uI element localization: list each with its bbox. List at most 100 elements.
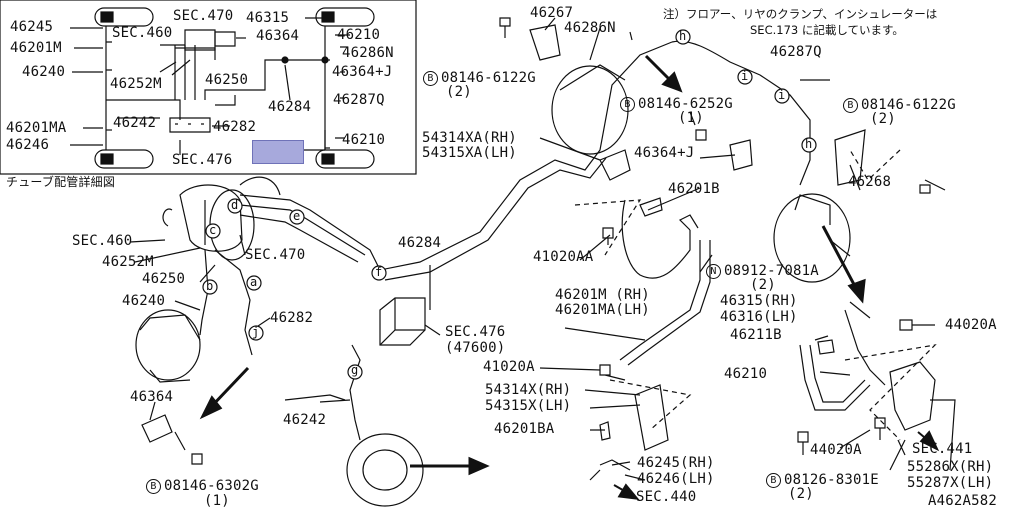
inset-label-46246: 46246 [6, 137, 50, 153]
bolt-circle-b: B [423, 71, 438, 86]
highlight-marker [252, 140, 304, 164]
label-46201MA: 46201MA(LH) [555, 302, 650, 318]
inset-label-46201M: 46201M [10, 40, 62, 56]
inset-label-46201MA: 46201MA [6, 120, 67, 136]
route-letter-b: b [206, 279, 214, 293]
label-qty: (1) [678, 110, 704, 126]
route-letter-g: g [351, 363, 359, 377]
label-55286X: 55286X(RH) [907, 459, 994, 475]
label-46245: 46245(RH) [637, 455, 715, 471]
inset-label-46250: 46250 [205, 72, 249, 88]
route-letter-j: j [252, 325, 260, 339]
label-41020AA: 41020AA [533, 249, 594, 265]
route-letter-i-2: i [778, 88, 786, 102]
label-46240: 46240 [122, 293, 166, 309]
route-letter-i-1: i [741, 69, 749, 83]
drawing-number: A462A582 [928, 493, 998, 509]
label-46284: 46284 [398, 235, 442, 251]
inset-label-46287Q: 46287Q [333, 92, 385, 108]
bolt-circle-b: B [620, 97, 635, 112]
note-line-1: 注）フロアー、リヤのクランプ、インシュレーターは [663, 7, 938, 21]
label-46211B: 46211B [730, 327, 782, 343]
label-46282: 46282 [270, 310, 314, 326]
label-41020A: 41020A [483, 359, 535, 375]
label-46364: 46364 [130, 389, 174, 405]
label-sec476: SEC.476 [445, 324, 506, 340]
route-letter-e: e [293, 209, 301, 223]
inset-frame [0, 0, 417, 175]
inset-label-sec470: SEC.470 [173, 8, 234, 24]
label-46364J: 46364+J [634, 145, 695, 161]
label-46250: 46250 [142, 271, 186, 287]
label-46242: 46242 [283, 412, 327, 428]
label-qty: (2) [870, 111, 896, 127]
label-44020A-bottom: 44020A [810, 442, 862, 458]
label-46201B: 46201B [668, 181, 720, 197]
inset-label-46240: 46240 [22, 64, 66, 80]
label-46201BA: 46201BA [494, 421, 555, 437]
route-letter-h: h [679, 29, 687, 43]
label-sec470: SEC.470 [245, 247, 306, 263]
label-44020A-top: 44020A [945, 317, 997, 333]
label-46287Q: 46287Q [770, 44, 822, 60]
nut-part-number: 08912-7081A [724, 263, 819, 279]
bolt-circle-b: B [843, 98, 858, 113]
inset-label-46364J: 46364+J [332, 64, 393, 80]
bolt-part-number: 08126-8301E [784, 472, 879, 488]
inset-label-46315: 46315 [246, 10, 290, 26]
route-letter-c: c [209, 223, 217, 237]
inset-label-46282: 46282 [213, 119, 257, 135]
inset-label-46242: 46242 [113, 115, 157, 131]
label-54315XA: 54315XA(LH) [422, 145, 517, 161]
label-sec460: SEC.460 [72, 233, 133, 249]
label-54314XA: 54314XA(RH) [422, 130, 517, 146]
label-46268: 46268 [848, 174, 892, 190]
bolt-part-number: 08146-6122G [861, 97, 956, 113]
inset-label-46286N: 46286N [342, 45, 394, 61]
bolt-circle-b: B [146, 479, 161, 494]
label-46252M: 46252M [102, 254, 154, 270]
route-letter-f: f [375, 265, 383, 279]
label-54315X: 54315X(LH) [485, 398, 572, 414]
inset-label-46284: 46284 [268, 99, 312, 115]
bolt-part-number: 08146-6302G [164, 478, 259, 494]
label-qty: (1) [204, 493, 230, 509]
route-letter-h-2: h [805, 137, 813, 151]
label-46210: 46210 [724, 366, 768, 382]
inset-label-46210-top: 46210 [337, 27, 381, 43]
bolt-part-number: 08146-6122G [441, 70, 536, 86]
label-qty: (2) [788, 486, 814, 502]
bolt-part-number: 08146-6252G [638, 96, 733, 112]
inset-label-46245: 46245 [10, 19, 54, 35]
bolt-circle-b: B [766, 473, 781, 488]
label-sec441: SEC.441 [912, 441, 973, 457]
label-46267: 46267 [530, 5, 574, 21]
label-sec440: SEC.440 [636, 489, 697, 505]
route-letter-a: a [250, 275, 258, 289]
inset-label-sec460: SEC.460 [112, 25, 173, 41]
label-qty: (2) [750, 277, 776, 293]
label-46315: 46315(RH) [720, 293, 798, 309]
inset-label-46364: 46364 [256, 28, 300, 44]
label-46201M: 46201M (RH) [555, 287, 650, 303]
nut-circle-n: N [706, 264, 721, 279]
note-line-2: SEC.173 に記載しています。 [750, 23, 904, 37]
label-46286N: 46286N [564, 20, 616, 36]
label-sec476-sub: (47600) [445, 340, 506, 356]
inset-caption: チューブ配管詳細図 [6, 175, 116, 189]
route-letter-d: d [231, 198, 239, 212]
inset-label-sec476: SEC.476 [172, 152, 233, 168]
label-46316: 46316(LH) [720, 309, 798, 325]
label-qty: (2) [446, 84, 472, 100]
inset-label-46210-bottom: 46210 [342, 132, 386, 148]
inset-label-46252M: 46252M [110, 76, 162, 92]
label-54314X: 54314X(RH) [485, 382, 572, 398]
label-55287X: 55287X(LH) [907, 475, 994, 491]
